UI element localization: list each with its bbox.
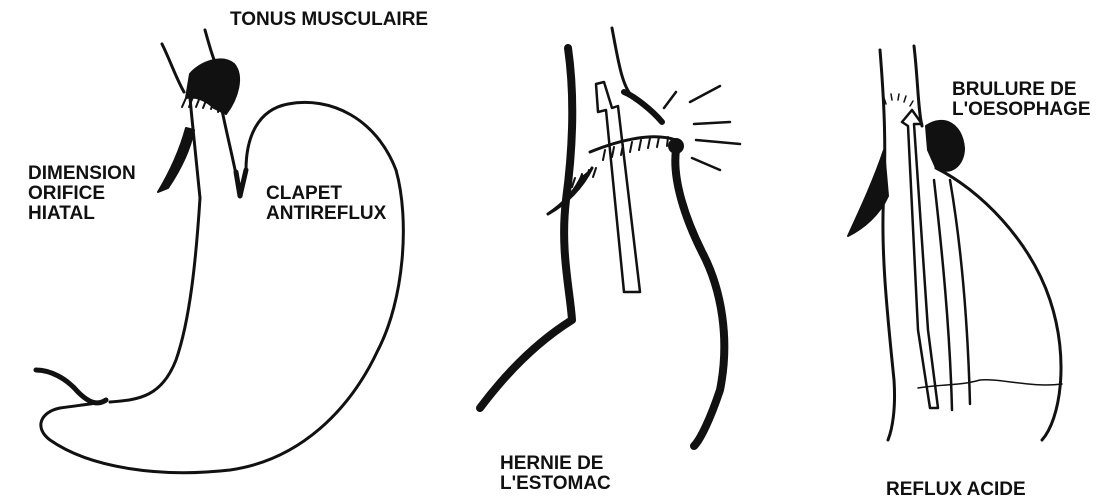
hernia-figure [480,28,740,446]
label-line: CLAPET [266,184,386,204]
label-clapet-antireflux: CLAPET ANTIREFLUX [266,184,386,224]
label-dimension-orifice-hiatal: DIMENSION ORIFICE HIATAL [28,164,136,224]
label-line: HERNIE DE [500,454,611,474]
label-tonus-musculaire: TONUS MUSCULAIRE [230,10,428,30]
label-line: TONUS MUSCULAIRE [230,10,428,30]
label-line: ANTIREFLUX [266,204,386,224]
label-brulure-oesophage: BRULURE DE L'OESOPHAGE [952,80,1091,120]
label-hernie-estomac: HERNIE DE L'ESTOMAC [500,454,611,494]
label-line: REFLUX ACIDE [886,480,1026,500]
label-line: DIMENSION [28,164,136,184]
label-line: L'OESOPHAGE [952,100,1091,120]
label-reflux-acide: REFLUX ACIDE [886,480,1026,500]
normal-stomach-figure [36,30,403,473]
label-line: HIATAL [28,204,136,224]
label-line: ORIFICE [28,184,136,204]
label-line: L'ESTOMAC [500,474,611,494]
label-line: BRULURE DE [952,80,1091,100]
